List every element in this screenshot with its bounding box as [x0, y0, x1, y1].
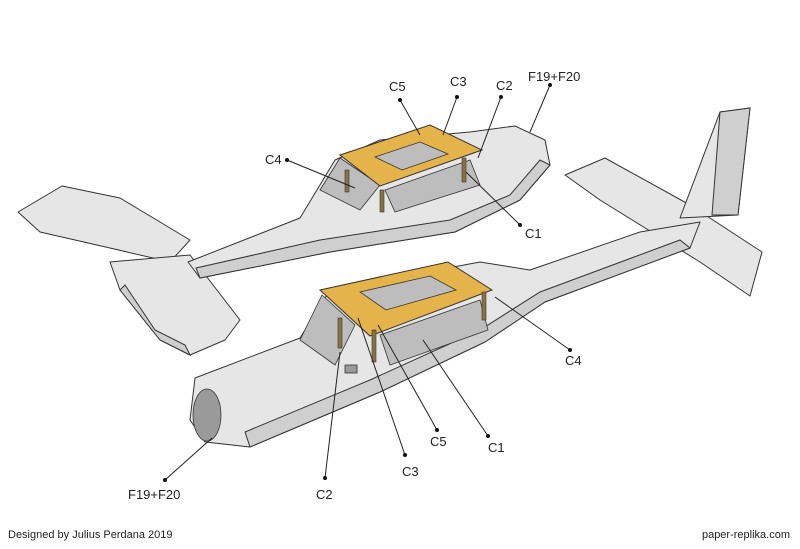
lower-side-window: [379, 299, 489, 366]
label-c2-lower: C2: [316, 487, 333, 502]
lower-post: [337, 317, 343, 349]
upper-post: [461, 157, 467, 183]
lower-fuselage-side: [244, 239, 692, 448]
upper-side-window: [384, 159, 481, 213]
label-c1-upper: C1: [525, 226, 542, 241]
upper-aircraft: [17, 124, 551, 357]
leader-lines: [163, 83, 572, 482]
label-c2-upper: C2: [496, 78, 513, 93]
label-f19f20-upper: F19+F20: [528, 69, 580, 84]
upper-fuselage-side: [195, 159, 551, 279]
lower-vent: [344, 364, 358, 374]
label-c4-upper: C4: [265, 152, 282, 167]
label-c5-lower: C5: [430, 434, 447, 449]
label-c5-upper: C5: [389, 79, 406, 94]
upper-stabilizer-edge: [119, 284, 192, 357]
label-c3-upper: C3: [450, 74, 467, 89]
lower-fin-side: [711, 107, 751, 216]
label-c4-lower: C4: [565, 353, 582, 368]
website-credit: paper-replika.com: [701, 529, 790, 541]
lower-post: [371, 329, 377, 363]
upper-post: [379, 189, 385, 213]
lower-post: [481, 291, 487, 321]
label-f19f20-lower: F19+F20: [128, 487, 180, 502]
upper-roof-opening: [373, 141, 450, 171]
upper-post: [344, 169, 350, 193]
label-c1-lower: C1: [488, 440, 505, 455]
lower-roof-opening: [359, 275, 458, 311]
lower-aircraft: [189, 107, 763, 448]
lower-nose: [192, 388, 222, 442]
upper-fin: [17, 185, 191, 263]
lower-stabilizer: [564, 157, 763, 297]
label-c3-lower: C3: [402, 464, 419, 479]
designer-credit: Designed by Julius Perdana 2019: [8, 529, 173, 541]
